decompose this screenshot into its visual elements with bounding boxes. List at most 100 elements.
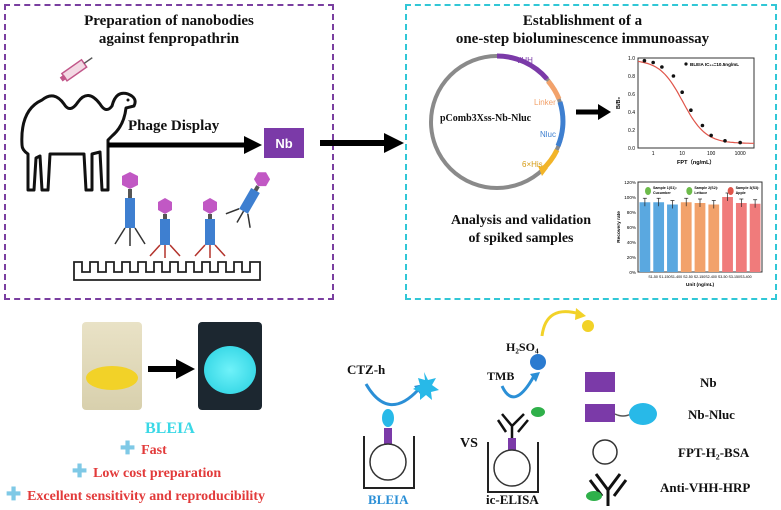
data-point (689, 108, 693, 112)
plasmid-map (429, 53, 566, 190)
yellow-vial-photo (82, 322, 142, 410)
y-tick-label: 0% (629, 270, 636, 275)
sample-name: Cucumber (653, 191, 671, 195)
data-point (651, 60, 655, 65)
syringe-icon (59, 57, 93, 82)
feature-sensitivity: ✚ Excellent sensitivity and reproducibili… (6, 484, 265, 505)
plasmid-name: pComb3Xss-Nb-Nluc (440, 113, 532, 124)
y-axis-label: B/B₀ (616, 97, 622, 109)
recovery-bar (749, 203, 761, 272)
bleia-scheme (363, 372, 439, 489)
data-point (700, 123, 705, 128)
y-tick-label: 1.0 (628, 56, 635, 62)
preparation-title-line2: against fenpropathrin (98, 31, 240, 47)
immunoassay-title: Establishment of a one-step bioluminesce… (410, 12, 755, 48)
recovery-bar (667, 204, 678, 272)
legend-antibody-label: Anti-VHH-HRP (660, 480, 751, 495)
legend-nb-swatch (585, 372, 615, 392)
data-point (738, 140, 742, 145)
legend-text: BLEIA IC₅₀=10.5ng/mL (690, 62, 739, 67)
recovery-bar-chart: 120% 100% 80% 60% 40% 20% 0% S1-50 S1-150S1-400… (616, 180, 763, 288)
recovery-bar (708, 204, 720, 272)
sample-label: Sample 2(S2): (694, 186, 718, 190)
vs-label: VS (460, 436, 478, 451)
plasmid-part-his: 6×His (522, 160, 543, 169)
feature-sensitivity-text: Excellent sensitivity and reproducibilit… (27, 489, 265, 504)
plus-icon: ✚ (72, 461, 88, 481)
bleia-heading: BLEIA (145, 420, 195, 437)
preparation-panel (4, 4, 334, 300)
phage-particle (194, 198, 226, 258)
immunoassay-panel (405, 4, 777, 300)
recovery-bar (653, 202, 665, 272)
immunoassay-title-line2: one-step bioluminescence immunoassay (455, 31, 710, 47)
y-tick-label: 60% (627, 225, 636, 230)
feature-fast-text: Fast (141, 443, 167, 458)
feature-low-cost-text: Low cost preparation (93, 466, 222, 481)
bleia-label: BLEIA (368, 492, 409, 507)
phage-arrow (108, 136, 262, 154)
plasmid-part-nluc: Nluc (540, 130, 557, 139)
data-point (680, 90, 684, 94)
phage-plate-illustration (73, 172, 270, 281)
fitted-curve (637, 60, 754, 144)
x-tick-label: 1 (652, 151, 655, 157)
vial-arrow (148, 359, 195, 379)
phage-particle (225, 172, 270, 228)
yellow-solution (86, 366, 138, 390)
elisa-label: ic-ELISA (486, 492, 539, 507)
x-tick-label: 10 (679, 151, 685, 157)
plus-icon: ✚ (120, 438, 136, 458)
sample-label: Sample 3(S3): (736, 186, 760, 190)
yellow-curve-arrow (540, 308, 594, 337)
blue-circle (530, 354, 546, 370)
camel-illustration (20, 91, 137, 192)
legend-nb-nluc-label: Nb-Nluc (688, 407, 735, 422)
plasmid-part-linker: Linker (534, 98, 556, 107)
data-point (642, 58, 647, 63)
center-arrow (320, 133, 404, 153)
y-tick-label: 20% (627, 255, 636, 260)
immunoassay-title-line1: Establishment of a (522, 13, 643, 29)
y-tick-label: 0.2 (628, 128, 635, 134)
legend-nb-label: Nb (700, 375, 717, 390)
recovery-bar (680, 202, 692, 272)
luminescent-vial-photo (198, 322, 262, 410)
legend-nb-nluc-swatch (585, 403, 657, 425)
plasmid-to-curve-arrow (576, 104, 611, 120)
sample-name: Lettuce (694, 191, 707, 195)
h2so4-label: H₂SO₄ (506, 340, 539, 354)
nb-box-label: Nb (275, 135, 293, 151)
phage-particle (114, 172, 146, 246)
y-tick-label: 80% (627, 210, 636, 215)
y-tick-label: 0.8 (628, 74, 635, 80)
sample-icon (727, 187, 734, 195)
x-tick-labels: S1-50 S1-150S1-400 S2-50 S2-150S2-400 S3… (648, 275, 751, 279)
recovery-bar (639, 202, 651, 272)
plus-icon: ✚ (6, 484, 22, 504)
ctz-label: CTZ-h (347, 362, 386, 377)
data-point (709, 133, 713, 138)
sample-icon (686, 187, 693, 195)
data-point (723, 139, 727, 143)
analysis-title-line2: of spiked samples (468, 231, 574, 246)
data-point (660, 65, 664, 69)
sample-icon (645, 187, 651, 195)
x-tick-label: 100 (707, 151, 716, 157)
recovery-bar (735, 203, 747, 272)
y-tick-label: 0.0 (628, 146, 635, 152)
sample-name: Apple (736, 191, 746, 195)
phage-display-label: Phage Display (128, 118, 220, 134)
y-tick-label: 0.4 (628, 110, 635, 116)
glowing-solution (204, 346, 256, 394)
y-tick-label: 100% (624, 195, 636, 200)
plot-frame (637, 57, 755, 149)
y-tick-label: 120% (624, 180, 636, 185)
legend-marker (684, 62, 688, 66)
preparation-title-line1: Preparation of nanobodies (84, 13, 254, 29)
phage-particle (149, 198, 181, 258)
x-axis-label: Unit (ng/mL) (686, 282, 715, 288)
sample-label: Sample 1(S1): (653, 186, 677, 190)
y-tick-label: 40% (627, 240, 636, 245)
plasmid-part-vhh: VHH (516, 56, 533, 65)
